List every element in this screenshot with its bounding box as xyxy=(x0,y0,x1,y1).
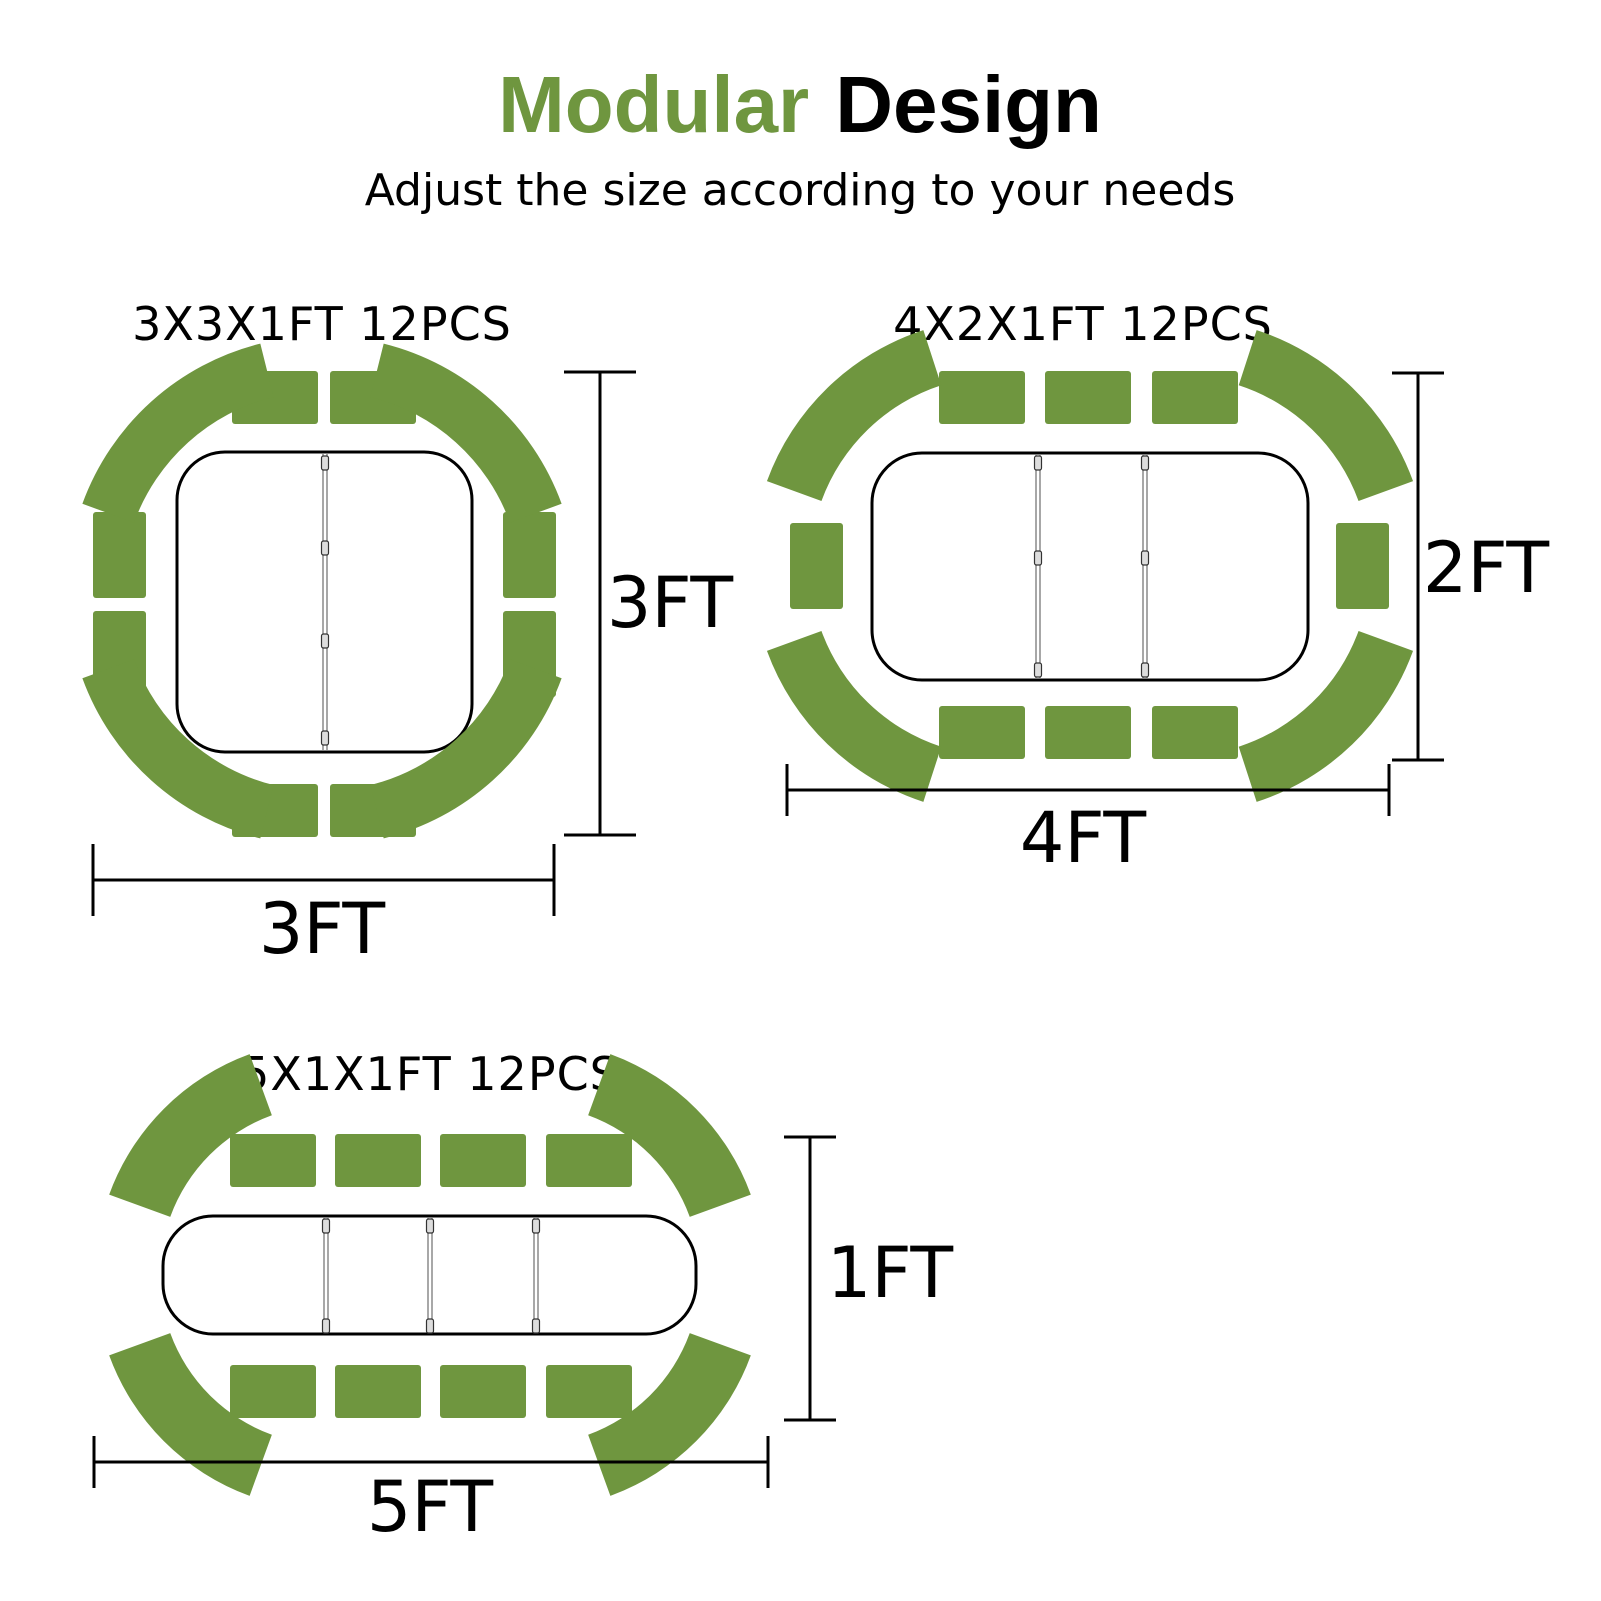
green-panel xyxy=(1045,706,1131,759)
corner-panel xyxy=(109,1054,272,1217)
height-dimension-label: 2FT xyxy=(1423,527,1550,609)
bed-outline xyxy=(870,451,1310,682)
divider-clip xyxy=(425,1218,435,1234)
config-label: 3X3X1FT 12PCS xyxy=(132,297,512,351)
divider-clip xyxy=(425,1318,435,1334)
config-3x3: 3X3X1FT 12PCS 3FT 3FT xyxy=(82,297,733,970)
config-layout xyxy=(82,343,636,916)
green-panel xyxy=(1045,371,1131,424)
corner-panel xyxy=(370,659,562,839)
height-dimension-label: 3FT xyxy=(607,562,734,644)
green-panel xyxy=(1152,706,1238,759)
config-5x1: 5X1X1FT 12PCS 1FT 5FT xyxy=(92,1047,954,1548)
green-panel xyxy=(335,1365,421,1418)
green-panel xyxy=(503,512,556,598)
corner-panel xyxy=(370,343,562,523)
corner-panel xyxy=(588,1333,751,1496)
green-panel xyxy=(546,1134,632,1187)
divider-clip xyxy=(321,1318,331,1334)
divider-clip xyxy=(1140,662,1150,678)
title-accent-word: Modular xyxy=(498,60,809,149)
divider-clip xyxy=(320,633,330,649)
green-panel xyxy=(1152,371,1238,424)
corner-panel xyxy=(82,659,274,839)
corner-panel xyxy=(766,630,942,802)
divider-clip xyxy=(321,1218,331,1234)
config-4x2: 4X2X1FT 12PCS 2FT 4FT xyxy=(766,297,1550,879)
green-panel xyxy=(939,706,1025,759)
green-panel xyxy=(93,512,146,598)
config-label: 4X2X1FT 12PCS xyxy=(893,297,1273,351)
green-panel xyxy=(546,1365,632,1418)
divider-clip xyxy=(1140,550,1150,566)
corner-panel xyxy=(766,330,942,502)
corner-panel xyxy=(82,343,274,523)
width-dimension-label: 4FT xyxy=(1020,797,1147,879)
green-panel xyxy=(335,1134,421,1187)
green-panel xyxy=(230,1134,316,1187)
width-dimension-label: 5FT xyxy=(367,1466,494,1548)
corner-panel xyxy=(588,1054,751,1217)
corner-panel xyxy=(109,1333,272,1496)
divider-clip xyxy=(531,1318,541,1334)
green-panel xyxy=(440,1365,526,1418)
divider-clip xyxy=(320,730,330,746)
corner-panel xyxy=(1238,330,1414,502)
divider-clip xyxy=(1033,662,1043,678)
config-label: 5X1X1FT 12PCS xyxy=(240,1047,620,1101)
config-layout xyxy=(766,330,1444,816)
title-main-word: Design xyxy=(835,60,1102,149)
divider-clip xyxy=(531,1218,541,1234)
green-panel xyxy=(230,1365,316,1418)
bed-outline xyxy=(175,450,474,754)
page-subtitle: Adjust the size according to your needs xyxy=(365,165,1236,216)
divider-clip xyxy=(1033,550,1043,566)
green-panel xyxy=(440,1134,526,1187)
green-panel xyxy=(1336,523,1389,609)
corner-panel xyxy=(1238,630,1414,802)
config-layout xyxy=(92,1054,836,1496)
divider-clip xyxy=(1033,455,1043,471)
divider-clip xyxy=(320,540,330,556)
page-title: Modular Design xyxy=(498,60,1102,149)
green-panel xyxy=(939,371,1025,424)
height-dimension-label: 1FT xyxy=(827,1232,954,1314)
green-panel xyxy=(790,523,843,609)
width-dimension-label: 3FT xyxy=(259,888,386,970)
divider-clip xyxy=(320,455,330,471)
divider-clip xyxy=(1140,455,1150,471)
bed-outline xyxy=(161,1214,698,1336)
